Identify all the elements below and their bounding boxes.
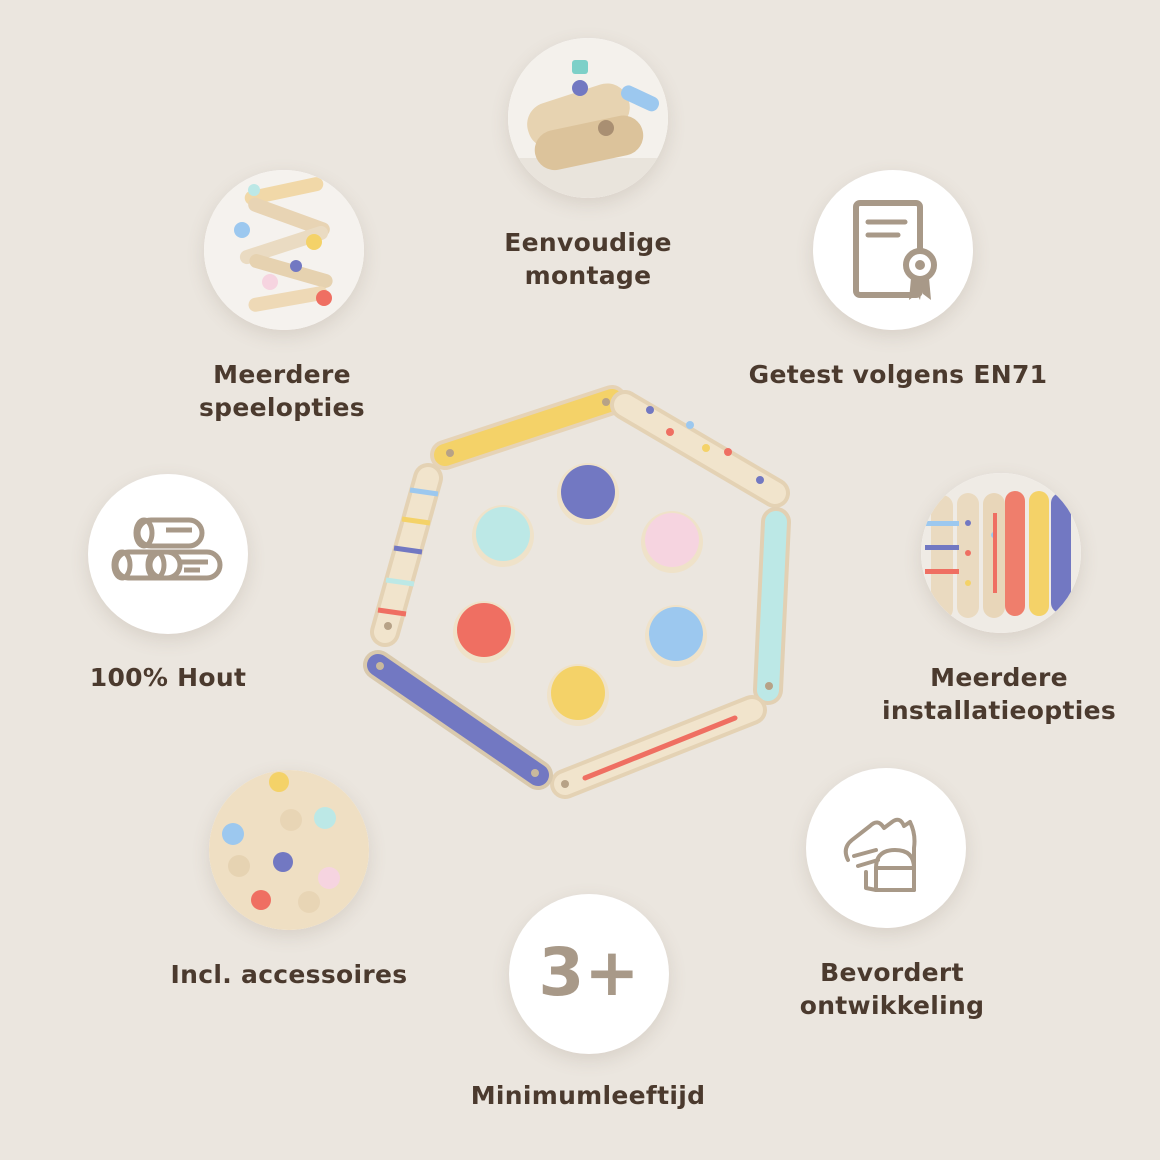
beam-natural-pegs [610,390,790,508]
play-photo [204,170,364,330]
accessories-label: Incl. accessoires [170,960,408,989]
assembly-photo [508,38,668,198]
beam-coral-stripe [550,695,767,799]
stepping-stones [453,463,707,726]
beam-ladder [370,463,443,647]
certificate-icon [853,200,937,300]
installation-photo [921,473,1081,633]
beam-yellow [430,385,627,470]
wood-label: 100% Hout [89,663,247,692]
age-badge: 3+ [538,934,640,1011]
logs-icon [111,517,223,581]
certificate-circle [813,170,973,330]
beam-violet [363,650,553,790]
hand-block-icon [843,817,917,892]
certified-label: Getest volgens EN71 [748,360,1048,389]
accessories-photo [209,770,369,930]
balance-beam-octagon [363,385,791,799]
age-label: Minimumleeftijd [470,1081,706,1110]
development-circle [806,768,966,928]
age-circle: 3+ [509,894,669,1054]
wood-circle [88,474,248,634]
beam-mint [753,507,791,705]
